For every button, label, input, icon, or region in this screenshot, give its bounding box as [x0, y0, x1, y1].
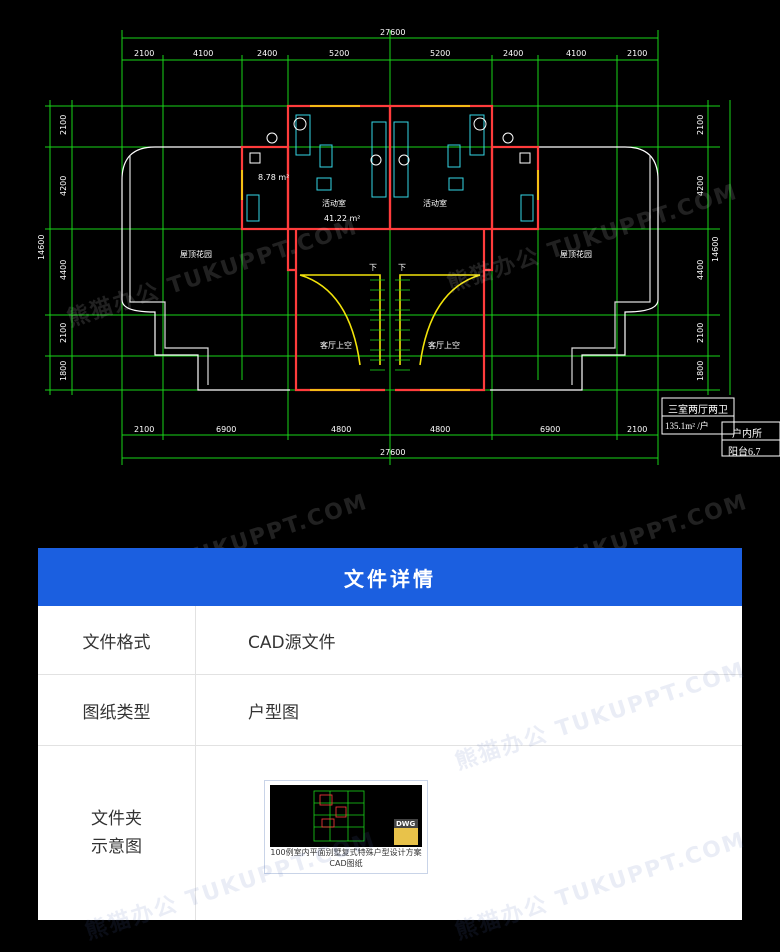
panel-title: 文件详情 [38, 548, 742, 606]
dim-top-4: 5200 [329, 49, 349, 58]
dim-top-6: 2400 [503, 49, 523, 58]
dim-bottom-1: 2100 [134, 425, 154, 434]
dim-left-2: 4200 [59, 176, 68, 196]
dim-right-4: 2100 [696, 323, 705, 343]
detail-label: 图纸类型 [38, 675, 196, 745]
legend-line-2: 135.1m² /户 [665, 421, 709, 431]
floor-plan-svg: 27600 2100 4100 2400 5200 5200 2400 4100… [37, 28, 780, 465]
detail-label-line-1: 文件夹 [91, 809, 142, 829]
dim-right-total: 14600 [711, 237, 720, 262]
dim-left-3: 4400 [59, 260, 68, 280]
dim-bottom-4: 4800 [430, 425, 450, 434]
dim-top-2: 4100 [193, 49, 213, 58]
dim-bottom-5: 6900 [540, 425, 560, 434]
room-bath-area: 8.78 m² [258, 173, 289, 182]
dim-top-8: 2100 [627, 49, 647, 58]
legend-box [661, 397, 780, 457]
dim-right-5: 1800 [696, 361, 705, 381]
detail-value: 户型图 [248, 702, 299, 723]
dim-bottom-6: 2100 [627, 425, 647, 434]
dim-top-5: 5200 [430, 49, 450, 58]
room-garden-left: 屋顶花园 [180, 249, 212, 259]
thumbnail-caption: 100例室内平面别墅复式特殊户型设计方案CAD图纸 [270, 848, 422, 868]
legend-line-1: 三室两厅两卫 [668, 405, 728, 416]
dim-bottom-3: 4800 [331, 425, 351, 434]
stair-down-right: 下 [398, 263, 406, 272]
stair-down-left: 下 [369, 263, 377, 272]
file-details-panel: 文件详情 文件格式 CAD源文件 图纸类型 户型图 文件夹 示意图 [38, 548, 749, 945]
detail-label: 文件夹 示意图 [38, 746, 196, 920]
detail-row-folder: 文件夹 示意图 [38, 746, 742, 920]
room-void-left: 客厅上空 [320, 340, 352, 350]
detail-label-line-2: 示意图 [91, 837, 142, 857]
detail-row-format: 文件格式 CAD源文件 [38, 606, 742, 675]
dim-top-7: 4100 [566, 49, 586, 58]
dim-left-4: 2100 [59, 323, 68, 343]
detail-row-type: 图纸类型 户型图 [38, 675, 742, 746]
dim-right-2: 4200 [696, 176, 705, 196]
dim-left-5: 1800 [59, 361, 68, 381]
dim-left-total: 14600 [37, 235, 46, 260]
thumbnail-image: DWG [270, 785, 422, 847]
dwg-badge: DWG [396, 820, 416, 828]
room-garden-right: 屋顶花园 [560, 249, 592, 259]
room-activity-left: 活动室 [322, 198, 346, 208]
room-void-right: 客厅上空 [428, 340, 460, 350]
dim-bottom-2: 6900 [216, 425, 236, 434]
dim-top-1: 2100 [134, 49, 154, 58]
detail-label: 文件格式 [38, 606, 196, 674]
dim-right-1: 2100 [696, 115, 705, 135]
dim-right-3: 4400 [696, 260, 705, 280]
detail-value: CAD源文件 [248, 632, 336, 653]
folder-thumbnail[interactable]: DWG 100例室内平面别墅复式特殊户型设计方案CAD图纸 [264, 780, 428, 874]
dim-top-3: 2400 [257, 49, 277, 58]
dim-top-total: 27600 [380, 28, 405, 37]
legend-line-3: 户内所 [732, 429, 762, 440]
room-activity-right: 活动室 [423, 198, 447, 208]
dim-left-1: 2100 [59, 115, 68, 135]
dim-bottom-total: 27600 [380, 448, 405, 457]
room-activity-area: 41.22 m² [324, 214, 360, 223]
legend-line-4: 阳台6.7 [728, 447, 761, 458]
cad-floor-plan: 27600 2100 4100 2400 5200 5200 2400 4100… [37, 28, 780, 608]
